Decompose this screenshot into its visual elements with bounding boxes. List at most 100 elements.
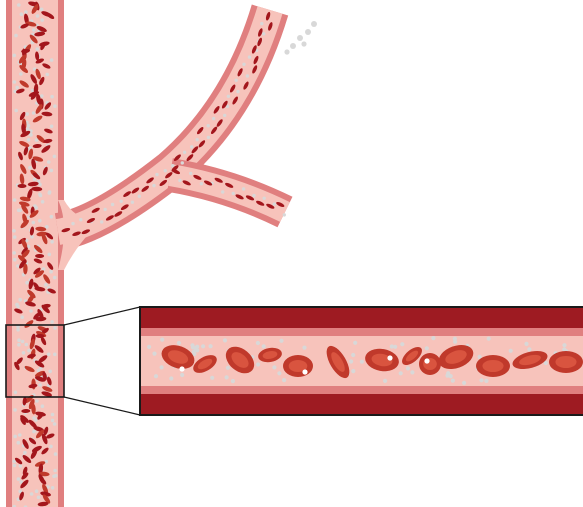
plasma-particle [49,445,53,449]
plasma-particle [196,138,199,141]
plasma-particle [13,235,17,239]
inset-plasma-particle [179,366,184,371]
inset-plasma-particle [487,337,491,341]
plasma-particle [41,404,45,408]
plasma-particle [35,489,39,493]
inset-plasma-particle [451,379,455,383]
plasma-particle [45,225,49,229]
plasma-particle [22,351,26,355]
plasma-particle [50,125,54,129]
inset-plasma-particle [431,336,435,340]
plasma-particle [190,145,193,148]
plasma-particle [53,155,57,159]
plasma-particle [53,276,57,280]
plasma-particle [25,281,29,285]
plasma-particle [49,270,53,274]
inset-plasma-particle [360,360,364,364]
plasma-particle [18,433,22,437]
exiting-particles [284,21,317,55]
inset-plasma-particle [462,381,466,385]
plasma-particle [40,18,44,22]
plasma-particle [53,326,57,330]
inset-plasma-particle [272,365,276,369]
plasma-particle [178,179,181,182]
plasma-particle [38,383,42,387]
plasma-particle [120,200,123,203]
plasma-particle [25,343,29,347]
inset-plasma-particle [256,341,260,345]
plasma-particle [35,399,39,403]
plasma-particle [48,253,52,257]
plasma-particle [51,419,55,423]
plasma-particle [260,22,263,25]
inset-plasma-particle [424,358,429,363]
plasma-particle [207,136,210,139]
zoom-inset-vessel [140,307,583,415]
plasma-particle [51,413,55,417]
plasma-particle [14,391,18,395]
inset-plasma-particle [387,355,392,360]
inset-wall-top [141,308,583,328]
plasma-particle [104,208,107,211]
inset-plasma-particle [445,374,449,378]
plasma-particle [20,12,24,16]
inset-plasma-particle [210,376,214,380]
plasma-particle [283,213,286,216]
plasma-particle [181,161,184,164]
inset-plasma-particle [160,338,164,342]
plasma-particle [23,451,27,455]
plasma-particle [51,486,55,490]
plasma-particle [183,151,186,154]
inset-plasma-particle [302,346,306,350]
plasma-particle [27,349,31,353]
inset-plasma-particle [231,379,235,383]
plasma-particle [223,114,226,117]
inset-plasma-particle [160,365,164,369]
plasma-particle [13,198,17,202]
plasma-particle [47,353,51,357]
plasma-particle [34,418,38,422]
inset-plasma-particle [277,371,281,375]
plasma-particle [13,464,17,468]
plasma-particle [14,109,18,113]
plasma-particle [17,338,21,342]
plasma-particle [24,10,28,14]
inset-plasma-particle [262,344,266,348]
inset-plasma-particle [279,339,283,343]
plasma-particle [30,492,34,496]
plasma-particle [152,184,155,187]
inset-red-blood-cell-center [482,360,503,372]
plasma-particle [13,54,17,58]
plasma-particle [246,74,249,77]
plasma-particle [40,8,44,12]
plasma-particle [27,138,31,142]
inset-plasma-particle [302,369,307,374]
plasma-particle [29,309,33,313]
plasma-particle [18,298,22,302]
inset-plasma-particle [406,366,410,370]
plasma-particle [19,72,23,76]
plasma-particle [37,496,41,500]
plasma-particle [12,229,16,233]
plasma-particle [48,190,52,194]
plasma-particle [164,169,167,172]
plasma-particle [13,408,17,412]
inset-plasma-particle [147,345,151,349]
plasma-particle [17,441,21,445]
plasma-particle [236,90,239,93]
plasma-particle [36,47,40,51]
plasma-particle [17,343,21,347]
plasma-particle [20,315,24,319]
plasma-particle [17,209,21,213]
plasma-particle [44,283,48,287]
plasma-particle [53,422,57,426]
plasma-particle [54,452,58,456]
plasma-particle [262,32,265,35]
inset-plasma-particle [225,375,229,379]
inset-plasma-particle [383,379,387,383]
plasma-particle [33,178,37,182]
plasma-particle [50,95,54,99]
plasma-particle [273,202,276,205]
plasma-particle [38,183,42,187]
